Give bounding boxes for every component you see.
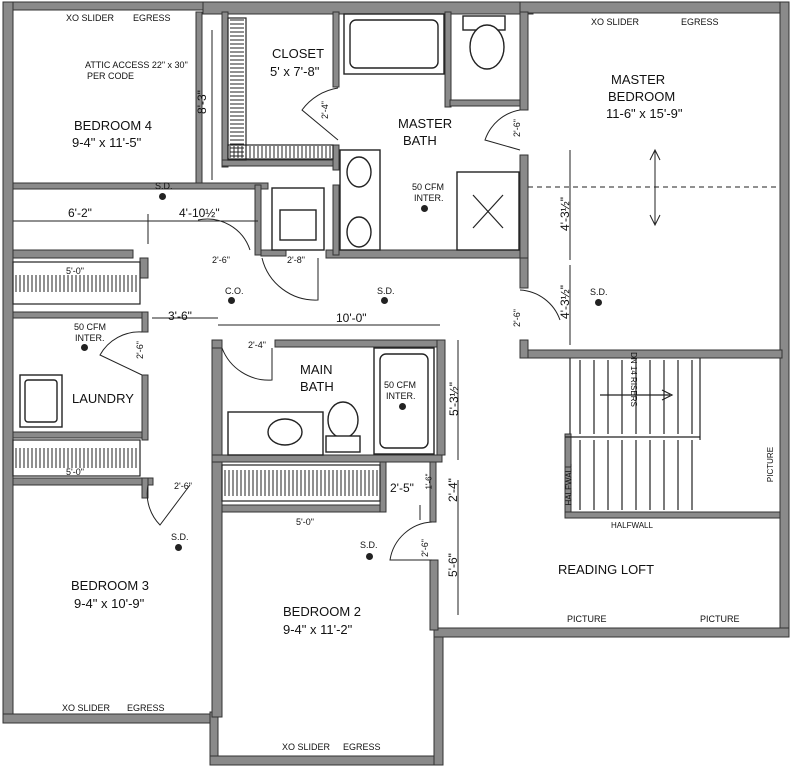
bed2-sd: S.D. [360,540,378,550]
exhaust-fan-icon [421,205,428,212]
master-bedroom-size: 11-6" x 15'-9" [606,106,683,121]
smoke-detector-icon [595,299,602,306]
dim-4-3-upper: 4'-3½" [557,197,572,231]
halfwall-horizontal: HALFWALL [611,521,653,530]
dim-2-4-mainbath: 2'-4" [248,340,266,350]
loft-picture-side: PICTURE [766,446,776,483]
reading-loft-name: READING LOFT [558,562,655,577]
co-detector-icon [228,297,235,304]
bedroom3-name: BEDROOM 3 [71,578,150,593]
exhaust-fan-icon [81,344,88,351]
dim-5-0-upper: 5'-0" [66,266,84,276]
bed2-egress: EGRESS [343,742,381,752]
stairs [565,358,701,440]
closet-shelving [12,17,381,502]
dim-5-0-lower: 5'-0" [66,467,84,477]
dim-1-6: 1'-6" [424,473,434,490]
laundry-fan: 50 CFM [74,322,107,332]
dim-2-6-bed3: 2'-6" [174,481,192,491]
master-xo-slider: XO SLIDER [591,17,640,27]
interior-walls [12,11,783,718]
hall-co: C.O. [225,286,244,296]
smoke-detector-icon [381,297,388,304]
exhaust-fan-icon [399,403,406,410]
closet-size: 5' x 7'-8" [270,64,320,79]
door-swings [99,87,561,561]
dim-2-8: 2'-8" [287,255,305,265]
master-bedroom-name: MASTER [611,72,666,87]
fixtures [19,13,520,456]
bed4-xo-slider: XO SLIDER [66,13,115,23]
stair-arrow-head [661,389,674,401]
dim-6-2: 6'-2" [68,206,92,220]
master-bedroom-name2: BEDROOM [608,89,676,104]
dim-2-6-laundry: 2'-6" [134,341,145,359]
bedroom3-size: 9-4" x 10'-9" [74,596,145,611]
dim-8-3: 8'-3" [194,90,209,114]
mbath-inter: INTER. [414,193,444,203]
attic-note-line2: PER CODE [87,71,135,81]
bed2-xo-slider: XO SLIDER [282,742,331,752]
attic-note-line1: ATTIC ACCESS 22" x 30" [85,60,188,70]
halfwall-vertical: HALFWALL [564,463,574,506]
mbath-fan: 50 CFM [412,182,445,192]
dim-5-3: 5'-3½" [446,382,461,416]
dim-2-6-bed2: 2'-6" [419,539,430,557]
mainbath-inter: INTER. [386,391,416,401]
dim-2-5: 2'-5" [390,481,414,495]
bedroom4-name: BEDROOM 4 [74,118,153,133]
master-bath-name2: BATH [403,133,437,148]
hall-sd: S.D. [377,286,395,296]
smoke-detector-icon [159,193,166,200]
bed3-xo-slider: XO SLIDER [62,703,111,713]
dim-2-6-master: 2'-6" [511,119,522,137]
stair-treads [579,360,693,510]
bed4-egress: EGRESS [133,13,171,23]
bed3-egress: EGRESS [127,703,165,713]
smoke-detector-icon [175,544,182,551]
dim-2-4-closet: 2'-4" [319,101,330,119]
dim-5-0-bed2: 5'-0" [296,517,314,527]
mainbath-fan: 50 CFM [384,380,417,390]
stairs-riser-note: DN 14 RISERS [628,352,638,407]
main-bath-name: MAIN [300,362,333,377]
master-sd: S.D. [590,287,608,297]
bedroom4-size: 9-4" x 11'-5" [72,135,142,150]
dim-2-6-bed4: 2'-6" [212,255,230,265]
bedroom2-name: BEDROOM 2 [283,604,362,619]
dim-2-6-hall: 2'-6" [511,309,522,327]
master-egress: EGRESS [681,17,719,27]
dim-4-10: 4'-10½" [179,206,220,220]
loft-picture-left: PICTURE [567,614,607,624]
main-bath-name2: BATH [300,379,334,394]
master-bath-name: MASTER [398,116,453,131]
dimension-lines [13,30,780,615]
dim-5-6: 5'-6" [445,553,460,577]
bed3-sd: S.D. [171,532,189,542]
closet-name: CLOSET [272,46,325,61]
dim-10-0: 10'-0" [336,311,367,325]
smoke-detector-icon [366,553,373,560]
dim-4-3-lower: 4'-3½" [557,285,572,319]
closet-rod-hatching [15,19,378,496]
dim-2-4-loft: 2'-4" [445,478,460,502]
laundry-name: LAUNDRY [72,391,134,406]
loft-picture-right: PICTURE [700,614,740,624]
dim-3-6: 3'-6" [168,309,192,323]
bedroom2-size: 9-4" x 11'-2" [283,622,353,637]
laundry-inter: INTER. [75,333,105,343]
bed4-sd: S.D. [155,181,173,191]
